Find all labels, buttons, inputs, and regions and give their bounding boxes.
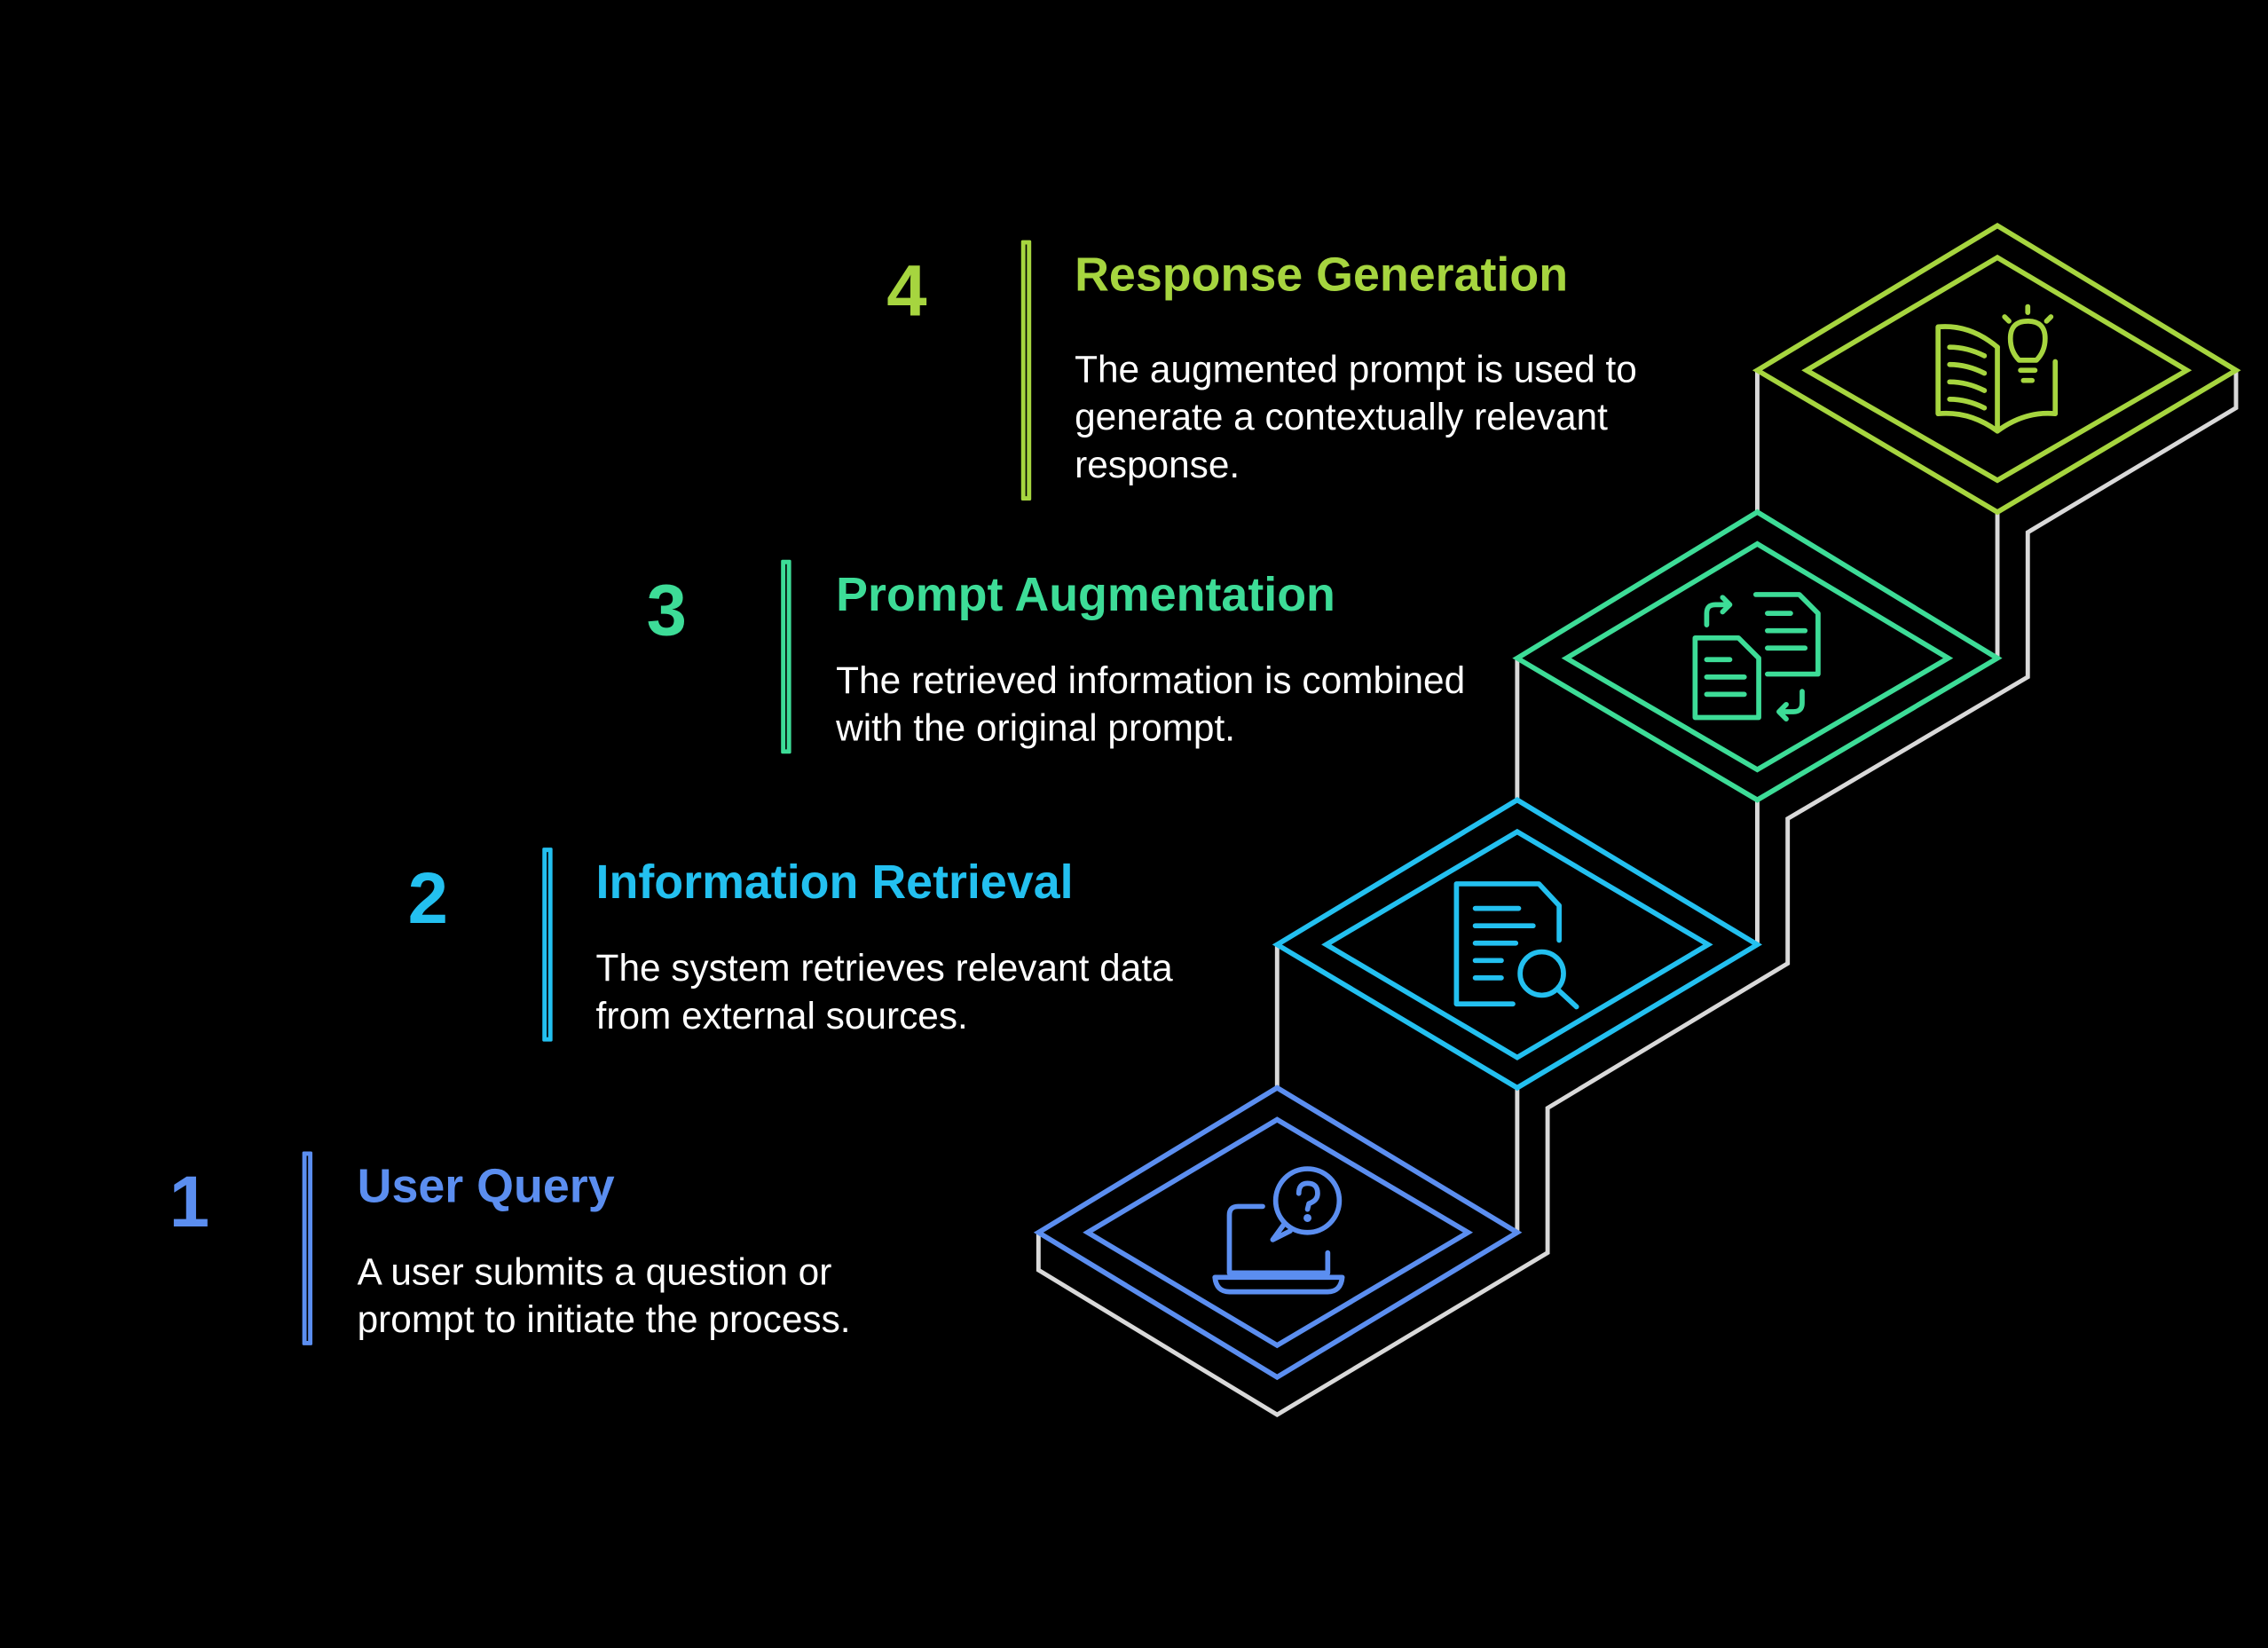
step-number: 3: [646, 570, 687, 651]
step-number: 2: [407, 857, 448, 939]
step-description: The system retrieves relevant data from …: [595, 946, 1173, 1037]
step-3-plate: [1512, 509, 2003, 803]
step-divider-bar: [302, 1151, 313, 1345]
step-title: Prompt Augmentation: [836, 566, 1335, 621]
laptop-question-icon: [1212, 1166, 1345, 1295]
step-4-plate-inner: [1801, 254, 2193, 484]
step-description: The retrieved information is combined wi…: [836, 658, 1466, 750]
staircase-connector-outline: [1036, 370, 2239, 1417]
step-3-plate-inner: [1561, 540, 1954, 773]
step-description: A user submits a question or prompt to i…: [357, 1250, 851, 1342]
step-title: Information Retrieval: [595, 855, 1074, 909]
step-divider-bar: [542, 848, 553, 1042]
step-2-plate-inner: [1321, 828, 1713, 1061]
step-title: Response Generation: [1075, 247, 1569, 302]
step-4-plate: [1752, 222, 2241, 516]
step-divider-bar: [781, 559, 791, 754]
step-1-plate: [1033, 1084, 1523, 1381]
step-divider-bar: [1020, 240, 1032, 501]
document-search-icon: [1453, 881, 1579, 1010]
step-number: 1: [169, 1161, 210, 1243]
document-exchange-icon: [1692, 592, 1821, 721]
step-1-plate-inner: [1083, 1116, 1474, 1349]
book-lightbulb-icon: [1935, 304, 2059, 434]
step-description: The augmented prompt is used to generate…: [1075, 347, 1637, 486]
step-2-plate: [1272, 797, 1762, 1092]
step-number: 4: [886, 249, 927, 332]
step-title: User Query: [357, 1158, 615, 1212]
